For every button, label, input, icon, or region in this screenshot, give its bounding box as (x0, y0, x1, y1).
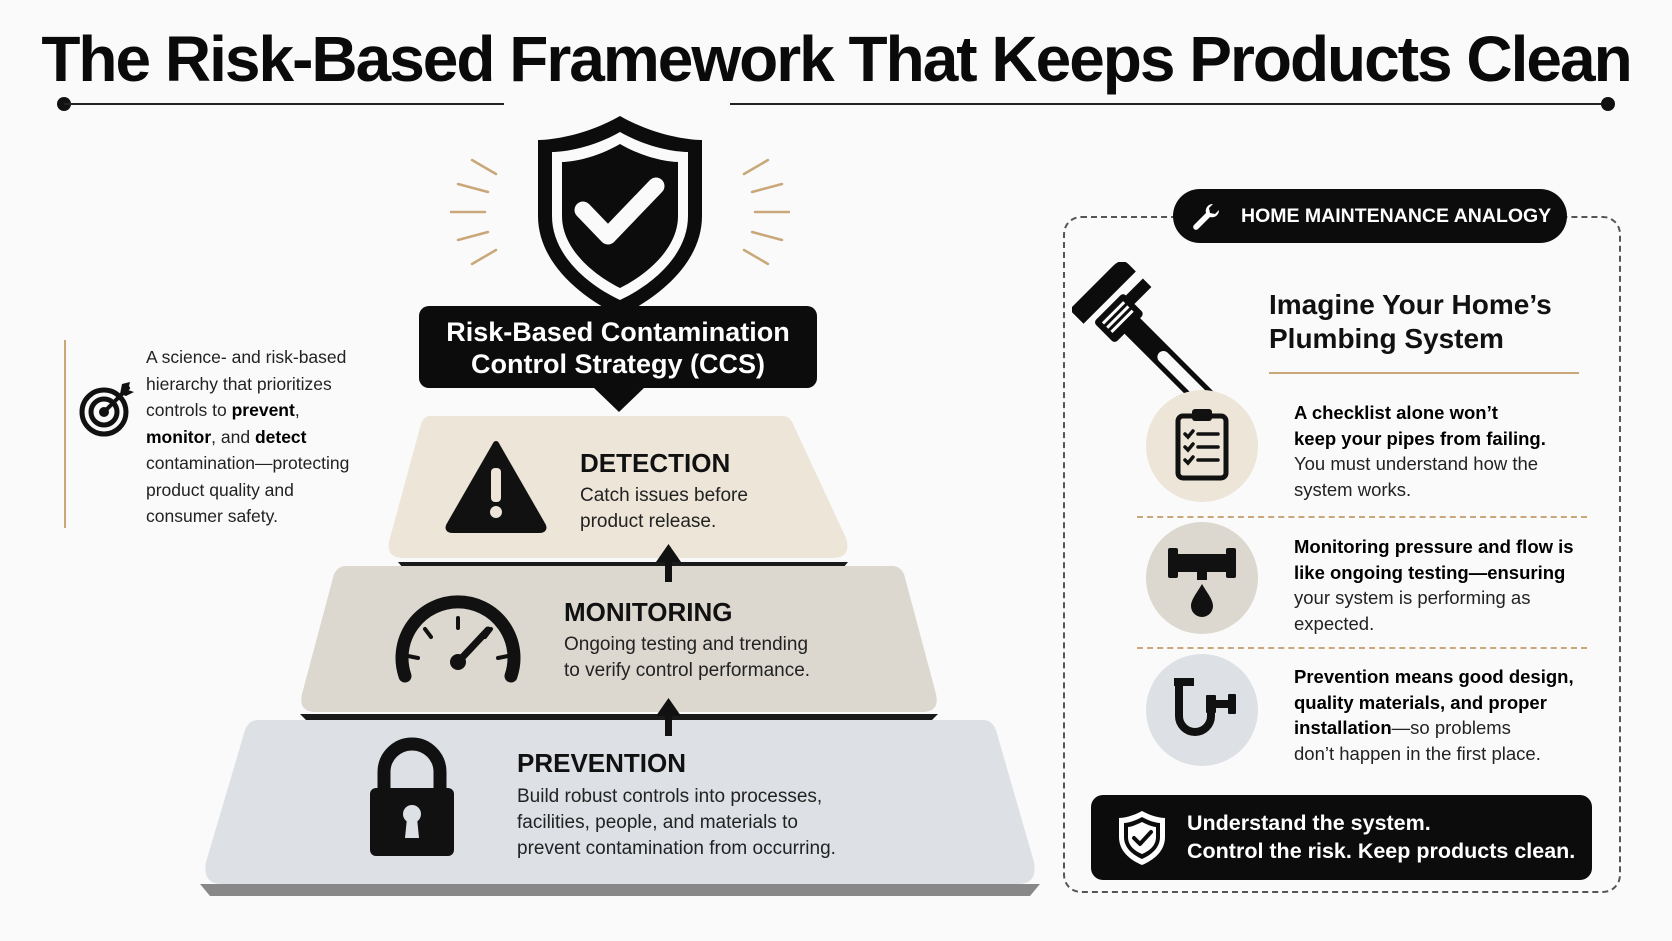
plumbing-title-rule (1269, 372, 1579, 374)
desc-line: contamination—protecting (146, 453, 350, 473)
desc-line: A science- and risk-based (146, 347, 347, 367)
prevention-description: Build robust controls into processes, fa… (517, 786, 836, 859)
gauge-icon (395, 595, 521, 683)
target-icon (79, 382, 134, 437)
analogy-badge-label: HOME MAINTENANCE ANALOGY (1241, 205, 1552, 227)
analogy-item-monitoring: Monitoring pressure and flow is like ong… (1294, 536, 1574, 634)
desc-line: hierarchy that prioritizes (146, 373, 332, 394)
prevention-tier-shadow (200, 884, 1040, 896)
detection-tier-shadow (398, 562, 848, 574)
ccs-label-box: Risk-Based Contamination Control Strateg… (419, 306, 817, 388)
desc-line: consumer safety. (146, 506, 278, 526)
desc-line: product quality and (146, 479, 294, 500)
analogy-item-checklist: A checklist alone won’t keep your pipes … (1294, 402, 1546, 500)
desc-line: monitor, and detect (146, 426, 307, 447)
ccs-pointer-arrow (592, 386, 646, 412)
prevention-title: PREVENTION (517, 748, 687, 778)
analogy-item-prevention: Prevention means good design, quality ma… (1294, 666, 1574, 764)
pipe-drop-icon-circle (1146, 522, 1258, 634)
ccs-line2: Control Strategy (CCS) (470, 349, 765, 379)
checklist-icon-circle (1146, 390, 1258, 502)
plumbing-title: Imagine Your Home’s Plumbing System (1269, 289, 1552, 354)
monitoring-tier-shadow (300, 714, 938, 726)
key-message-box: Understand the system. Control the risk.… (1091, 795, 1592, 880)
lock-icon (370, 737, 454, 856)
desc-line: controls to prevent, (146, 400, 300, 420)
key-message-text: Understand the system. Control the risk.… (1187, 811, 1576, 863)
monitoring-description: Ongoing testing and trending to verify c… (564, 634, 811, 681)
title-rule-right (730, 103, 1610, 105)
analogy-separator (1137, 647, 1587, 649)
analogy-badge: HOME MAINTENANCE ANALOGY (1173, 189, 1567, 243)
detection-description: Catch issues before product release. (580, 485, 748, 532)
ccs-line1: Risk-Based Contamination (446, 317, 790, 347)
detection-title: DETECTION (580, 448, 731, 478)
p-trap-pipe-icon (1174, 678, 1236, 736)
wrench-icon (1193, 203, 1220, 230)
framework-description-text: A science- and risk-based hierarchy that… (146, 344, 396, 530)
trap-pipe-icon-circle (1146, 654, 1258, 766)
monitoring-title: MONITORING (564, 597, 733, 627)
title-rule-dot-right (1601, 97, 1615, 111)
arrow-prevention-to-monitoring (656, 698, 681, 736)
shield-check-icon (448, 112, 792, 322)
analogy-separator (1137, 516, 1587, 518)
framework-description: A science- and risk-based hierarchy that… (64, 340, 394, 528)
shield-check-small-icon (1119, 811, 1165, 865)
clipboard-checklist-icon (1175, 409, 1229, 481)
page-title: The Risk-Based Framework That Keeps Prod… (41, 23, 1632, 95)
pipe-leak-icon (1168, 548, 1236, 617)
arrow-monitoring-to-detection (656, 544, 681, 582)
warning-icon (445, 441, 547, 533)
title-rule-left (64, 103, 504, 105)
